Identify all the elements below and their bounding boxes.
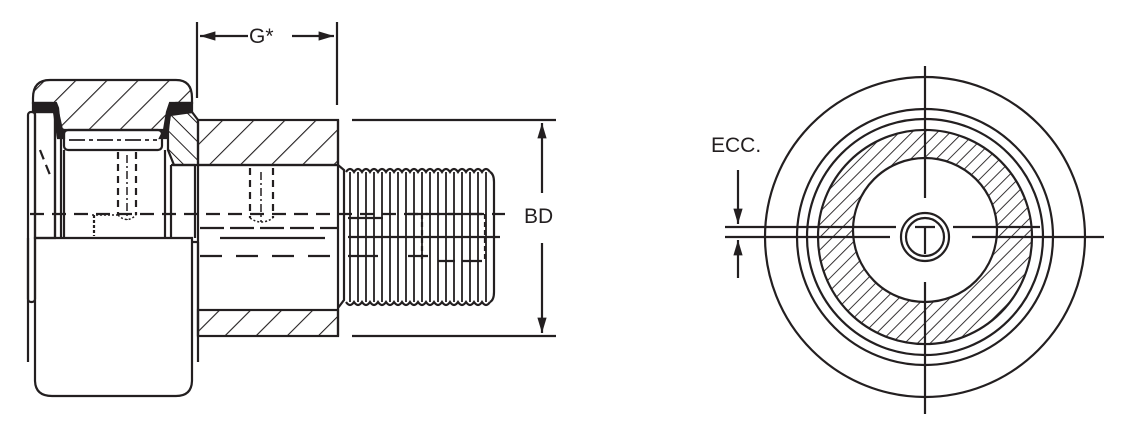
stud-collar-top [196, 118, 340, 167]
bd-dimension [352, 118, 556, 338]
g-dimension [195, 22, 339, 105]
side-section-view [26, 22, 556, 398]
thrust-washer [166, 110, 200, 167]
stud-collar-bottom [196, 308, 340, 338]
ecc-dimension-label: ECC. [711, 134, 762, 157]
needle-roller [62, 128, 164, 152]
g-dimension-label: G* [249, 25, 274, 48]
outer-ring-lower [33, 236, 194, 398]
hex-socket-outer [899, 211, 951, 263]
bd-dimension-label: BD [524, 205, 554, 228]
end-view [725, 66, 1104, 414]
threaded-shank [337, 164, 500, 309]
